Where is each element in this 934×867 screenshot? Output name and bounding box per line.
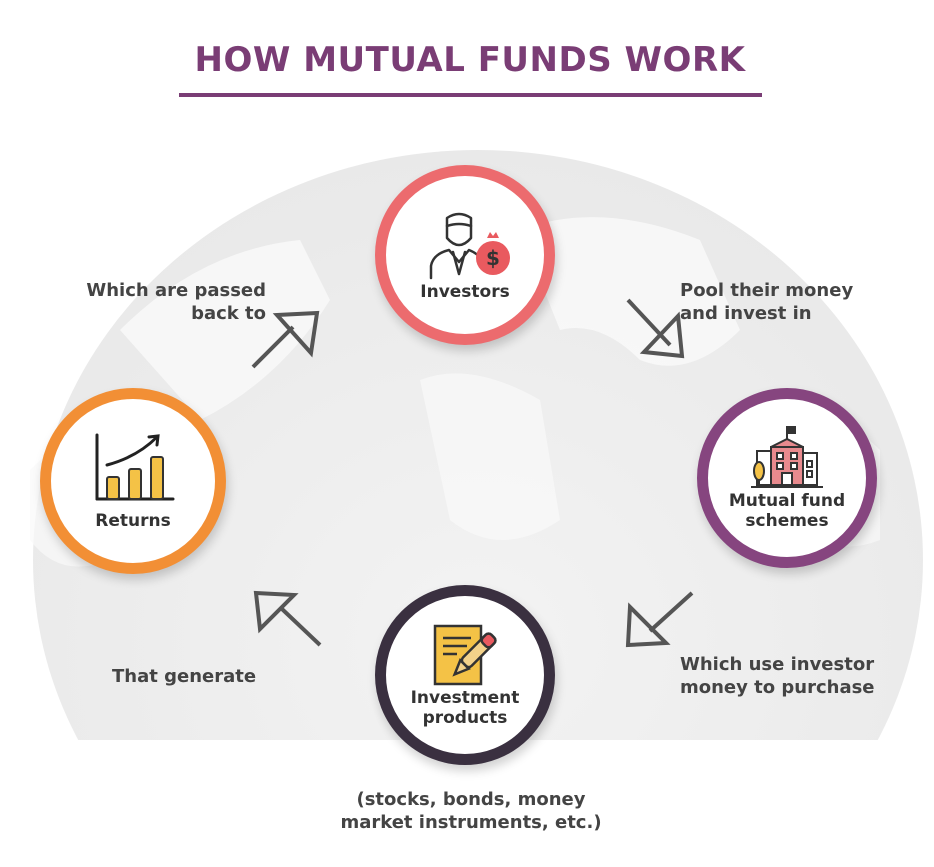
caption-products-note-line1: (stocks, bonds, money <box>356 789 586 810</box>
caption-passed-back-line2: back to <box>191 303 266 324</box>
caption-pool-line2: and invest in <box>680 303 812 324</box>
node-returns: Returns <box>40 388 226 574</box>
node-investors: $ Investors <box>375 165 555 345</box>
document-pen-icon <box>433 624 497 686</box>
caption-pool-money: Pool their money and invest in <box>680 279 853 325</box>
bar-chart-growth-icon <box>95 433 175 501</box>
investor-with-money-bag-icon: $ <box>429 212 510 280</box>
caption-generate: That generate <box>112 665 256 688</box>
caption-passed-back: Which are passed back to <box>40 279 266 325</box>
caption-passed-back-line1: Which are passed <box>86 280 266 301</box>
arrow-investors-to-schemes-icon <box>626 298 685 359</box>
schemes-label-line2: schemes <box>745 511 829 531</box>
caption-products-note-line2: market instruments, etc.) <box>340 812 602 833</box>
svg-text:$: $ <box>486 246 500 270</box>
products-label-line1: Investment <box>410 688 520 708</box>
caption-products-note: (stocks, bonds, money market instruments… <box>318 788 624 834</box>
investors-label: Investors <box>420 282 510 302</box>
arrow-schemes-to-products-icon <box>625 591 694 648</box>
schemes-label-line1: Mutual fund <box>728 491 846 511</box>
title-underline <box>179 93 762 97</box>
node-mutual-fund-schemes: Mutual fund schemes <box>697 388 877 568</box>
returns-label: Returns <box>95 511 171 531</box>
caption-purchase-line2: money to purchase <box>680 677 875 698</box>
products-label-line2: products <box>422 708 508 728</box>
arrow-products-to-returns-icon <box>253 590 322 647</box>
node-investment-products: Investment products <box>375 585 555 765</box>
caption-purchase-line1: Which use investor <box>680 654 875 675</box>
arrow-returns-to-investors-icon <box>251 310 320 369</box>
caption-generate-line1: That generate <box>112 666 257 687</box>
caption-pool-line1: Pool their money <box>680 280 854 301</box>
building-icon <box>751 426 823 488</box>
page-title: HOW MUTUAL FUNDS WORK <box>194 40 746 80</box>
caption-purchase: Which use investor money to purchase <box>680 653 875 699</box>
